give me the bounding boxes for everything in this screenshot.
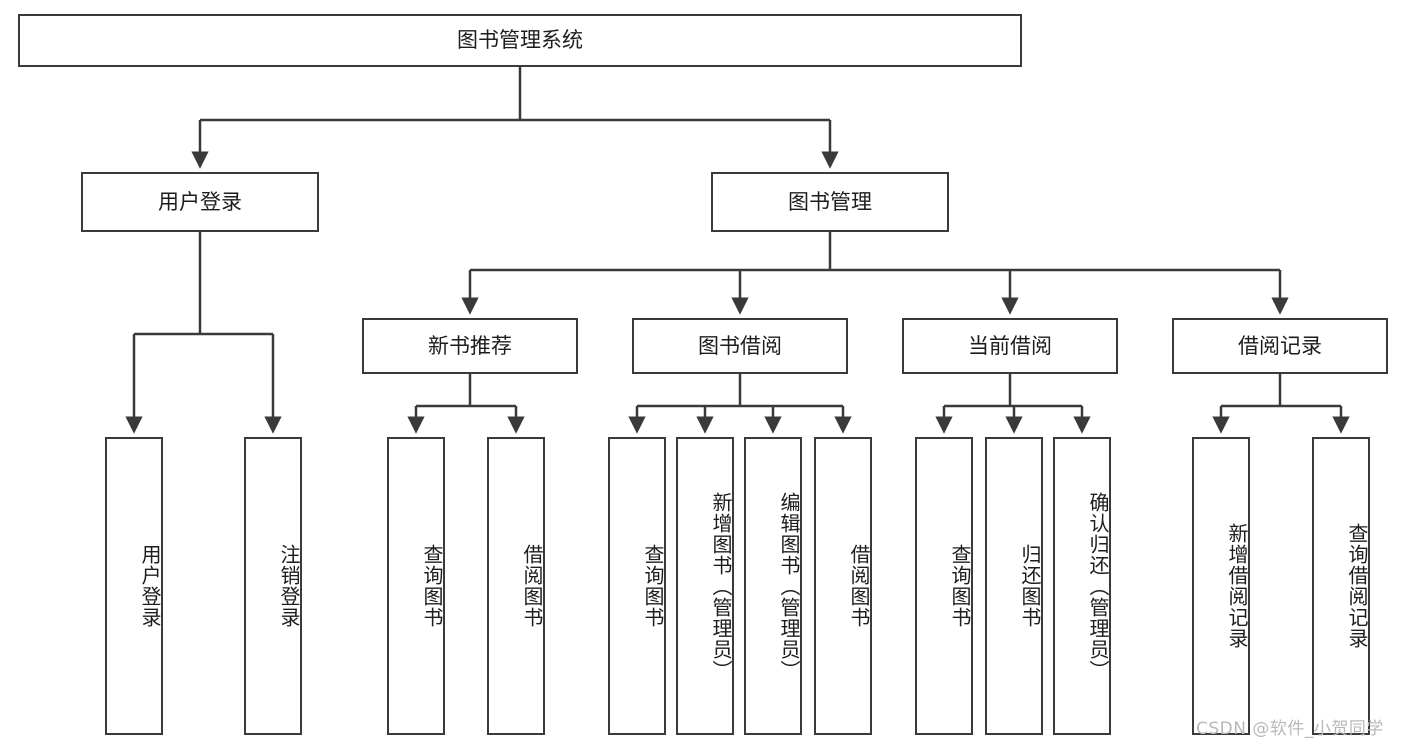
node-leaf-rec-query2[interactable]: 查询借阅记录 [1312, 437, 1370, 735]
node-book-manage-label: 图书管理 [788, 189, 872, 214]
node-leaf-rec-query-label: 查询图书 [420, 544, 444, 628]
node-leaf-user-login[interactable]: 用户登录 [105, 437, 163, 735]
node-new-book-rec[interactable]: 新书推荐 [362, 318, 578, 374]
node-borrow-record-label: 借阅记录 [1238, 333, 1322, 358]
node-current-borrow[interactable]: 当前借阅 [902, 318, 1118, 374]
csdn-watermark: CSDN @软件_小贺同学 [1196, 719, 1384, 739]
node-root-label: 图书管理系统 [457, 28, 583, 53]
node-root[interactable]: 图书管理系统 [18, 14, 1022, 67]
node-leaf-cur-return-label: 归还图书 [1018, 544, 1042, 628]
node-leaf-borrow-query-label: 查询图书 [641, 544, 665, 628]
node-leaf-borrow-do[interactable]: 借阅图书 [814, 437, 872, 735]
node-book-borrow-label: 图书借阅 [698, 333, 782, 358]
node-leaf-borrow-do-label: 借阅图书 [847, 544, 871, 628]
node-leaf-borrow-query[interactable]: 查询图书 [608, 437, 666, 735]
node-leaf-rec-query2-label: 查询借阅记录 [1345, 523, 1369, 649]
node-user-login[interactable]: 用户登录 [81, 172, 319, 232]
node-book-manage[interactable]: 图书管理 [711, 172, 949, 232]
node-new-book-rec-label: 新书推荐 [428, 333, 512, 358]
node-leaf-user-logout[interactable]: 注销登录 [244, 437, 302, 735]
node-leaf-rec-add[interactable]: 新增借阅记录 [1192, 437, 1250, 735]
node-leaf-rec-query[interactable]: 查询图书 [387, 437, 445, 735]
node-leaf-user-logout-label: 注销登录 [277, 544, 301, 628]
node-leaf-cur-query-label: 查询图书 [948, 544, 972, 628]
node-leaf-cur-confirm-label: 确认归还（管理员） [1086, 491, 1110, 681]
node-leaf-cur-query[interactable]: 查询图书 [915, 437, 973, 735]
node-borrow-record[interactable]: 借阅记录 [1172, 318, 1388, 374]
node-leaf-rec-borrow[interactable]: 借阅图书 [487, 437, 545, 735]
node-leaf-rec-add-label: 新增借阅记录 [1225, 523, 1249, 649]
node-leaf-borrow-add[interactable]: 新增图书（管理员） [676, 437, 734, 735]
node-leaf-cur-return[interactable]: 归还图书 [985, 437, 1043, 735]
node-book-borrow[interactable]: 图书借阅 [632, 318, 848, 374]
node-leaf-borrow-add-label: 新增图书（管理员） [709, 491, 733, 681]
node-leaf-rec-borrow-label: 借阅图书 [520, 544, 544, 628]
node-leaf-user-login-label: 用户登录 [138, 544, 162, 628]
node-user-login-label: 用户登录 [158, 189, 242, 214]
node-current-borrow-label: 当前借阅 [968, 333, 1052, 358]
node-leaf-cur-confirm[interactable]: 确认归还（管理员） [1053, 437, 1111, 735]
node-leaf-borrow-edit[interactable]: 编辑图书（管理员） [744, 437, 802, 735]
node-leaf-borrow-edit-label: 编辑图书（管理员） [777, 491, 801, 681]
